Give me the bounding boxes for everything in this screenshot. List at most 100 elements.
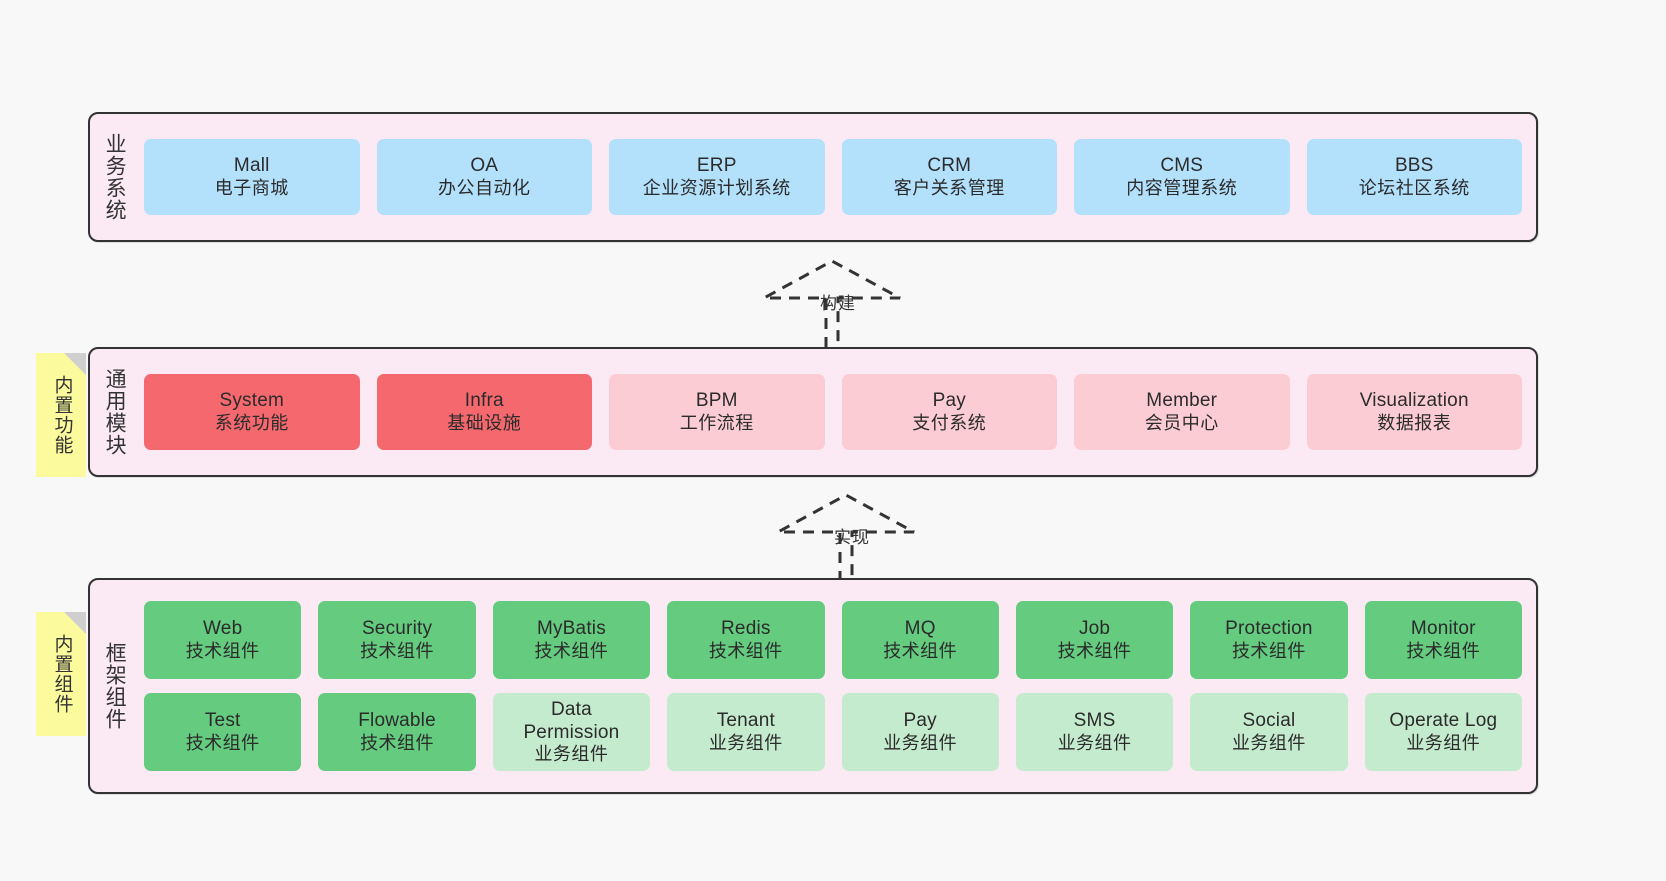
- node-label-en: Operate Log: [1389, 710, 1498, 732]
- node-mybatis[interactable]: MyBatis 技术组件: [492, 601, 651, 679]
- node-label-cn: 内容管理系统: [1126, 177, 1238, 198]
- node-label-cn: 业务组件: [708, 732, 783, 753]
- node-label-cn: 业务组件: [1406, 732, 1481, 753]
- generalization-arrow-icon: [763, 259, 901, 348]
- connector-implement: 实现: [766, 492, 926, 584]
- node-label-en: Protection: [1225, 618, 1313, 640]
- node-label-en: Web: [203, 618, 243, 640]
- node-label-cn: 论坛社区系统: [1358, 177, 1470, 198]
- node-visualization[interactable]: Visualization 数据报表: [1306, 374, 1522, 450]
- connector-build: 构建: [752, 258, 912, 350]
- node-label-en: Job: [1078, 618, 1111, 640]
- node-pay-component[interactable]: Pay 业务组件: [841, 693, 999, 771]
- node-oa[interactable]: OA 办公自动化: [376, 139, 592, 215]
- node-label-en: CMS: [1160, 155, 1204, 177]
- node-redis[interactable]: Redis 技术组件: [667, 601, 825, 679]
- node-label-en: OA: [470, 155, 499, 177]
- node-label-cn: 业务组件: [534, 744, 609, 765]
- node-label-cn: 技术组件: [360, 732, 435, 753]
- node-label-en: Test: [204, 710, 241, 732]
- note-builtin-function[interactable]: 内置功能: [36, 353, 86, 477]
- node-row: Mall 电子商城 OA 办公自动化 ERP 企业资源计划系统 CRM 客户关系…: [144, 139, 1522, 215]
- node-web[interactable]: Web 技术组件: [144, 601, 302, 679]
- node-protection[interactable]: Protection 技术组件: [1190, 601, 1348, 679]
- note-label: 内置功能: [51, 375, 73, 455]
- node-test[interactable]: Test 技术组件: [144, 693, 302, 771]
- node-crm[interactable]: CRM 客户关系管理: [841, 139, 1057, 215]
- node-mall[interactable]: Mall 电子商城: [144, 139, 360, 215]
- node-tenant[interactable]: Tenant 业务组件: [667, 693, 825, 771]
- node-label-en: BBS: [1394, 155, 1434, 177]
- node-label-en: Redis: [721, 618, 771, 640]
- node-label-en: SMS: [1073, 710, 1116, 732]
- connector-label-build: 构建: [820, 294, 856, 313]
- node-label-en: ERP: [696, 155, 737, 177]
- node-flowable[interactable]: Flowable 技术组件: [318, 693, 476, 771]
- node-label-cn: 业务组件: [1231, 732, 1306, 753]
- node-label-cn: 业务组件: [1057, 732, 1132, 753]
- note-label: 内置组件: [51, 634, 73, 714]
- node-label-cn: 技术组件: [534, 640, 609, 661]
- layer-title-business: 业务系统: [103, 133, 127, 221]
- node-data-permission[interactable]: Data Permission 业务组件: [492, 693, 651, 771]
- node-label-en: Data Permission: [523, 698, 620, 744]
- layer-body-business: Mall 电子商城 OA 办公自动化 ERP 企业资源计划系统 CRM 客户关系…: [138, 114, 1536, 240]
- node-label-en: Infra: [464, 390, 504, 412]
- node-row: Test 技术组件 Flowable 技术组件 Data Permission …: [144, 693, 1522, 771]
- node-label-cn: 业务组件: [883, 732, 958, 753]
- node-pay-module[interactable]: Pay 支付系统: [841, 374, 1057, 450]
- node-monitor[interactable]: Monitor 技术组件: [1364, 601, 1522, 679]
- node-label-cn: 技术组件: [1231, 640, 1306, 661]
- node-label-en: Security: [361, 618, 433, 640]
- node-label-en: Monitor: [1410, 618, 1476, 640]
- node-label-cn: 系统功能: [214, 412, 289, 433]
- node-label-cn: 技术组件: [883, 640, 958, 661]
- generalization-arrow-icon: [777, 493, 915, 582]
- node-label-cn: 技术组件: [185, 640, 260, 661]
- note-builtin-component[interactable]: 内置组件: [36, 612, 86, 736]
- node-label-cn: 客户关系管理: [893, 177, 1005, 198]
- node-label-en: Visualization: [1359, 390, 1469, 412]
- node-sms[interactable]: SMS 业务组件: [1015, 693, 1174, 771]
- node-label-cn: 工作流程: [679, 412, 754, 433]
- node-member[interactable]: Member 会员中心: [1074, 374, 1290, 450]
- layer-panel-business[interactable]: 业务系统 Mall 电子商城 OA 办公自动化 ERP 企业资源计划系统 CRM…: [88, 112, 1538, 242]
- node-label-cn: 技术组件: [1057, 640, 1132, 661]
- layer-title-common-module: 通用模块: [103, 368, 127, 456]
- node-label-en: Mall: [233, 155, 270, 177]
- node-social[interactable]: Social 业务组件: [1190, 693, 1348, 771]
- node-label-cn: 技术组件: [1406, 640, 1481, 661]
- node-security[interactable]: Security 技术组件: [318, 601, 476, 679]
- node-label-cn: 数据报表: [1377, 412, 1452, 433]
- layer-panel-common-module[interactable]: 通用模块 System 系统功能 Infra 基础设施 BPM 工作流程 Pay…: [88, 347, 1538, 477]
- node-erp[interactable]: ERP 企业资源计划系统: [609, 139, 825, 215]
- node-cms[interactable]: CMS 内容管理系统: [1074, 139, 1290, 215]
- node-bbs[interactable]: BBS 论坛社区系统: [1306, 139, 1522, 215]
- node-label-en: Pay: [903, 710, 937, 732]
- layer-title-framework-component: 框架组件: [103, 642, 127, 730]
- node-label-cn: 企业资源计划系统: [642, 177, 791, 198]
- node-label-cn: 技术组件: [360, 640, 435, 661]
- node-bpm[interactable]: BPM 工作流程: [609, 374, 825, 450]
- node-label-en: CRM: [927, 155, 972, 177]
- layer-panel-framework-component[interactable]: 框架组件 Web 技术组件 Security 技术组件 MyBatis 技术组件…: [88, 578, 1538, 794]
- node-label-en: BPM: [695, 390, 738, 412]
- connector-label-implement: 实现: [834, 528, 870, 547]
- node-row: System 系统功能 Infra 基础设施 BPM 工作流程 Pay 支付系统…: [144, 374, 1522, 450]
- node-label-cn: 办公自动化: [438, 177, 531, 198]
- node-system[interactable]: System 系统功能: [144, 374, 360, 450]
- node-label-en: MQ: [904, 618, 936, 640]
- node-label-en: Tenant: [716, 710, 775, 732]
- node-label-cn: 基础设施: [447, 412, 522, 433]
- node-label-cn: 支付系统: [912, 412, 987, 433]
- node-row: Web 技术组件 Security 技术组件 MyBatis 技术组件 Redi…: [144, 601, 1522, 679]
- node-label-en: Social: [1242, 710, 1296, 732]
- node-job[interactable]: Job 技术组件: [1015, 601, 1174, 679]
- node-label-cn: 技术组件: [185, 732, 260, 753]
- layer-body-common-module: System 系统功能 Infra 基础设施 BPM 工作流程 Pay 支付系统…: [138, 349, 1536, 475]
- node-operate-log[interactable]: Operate Log 业务组件: [1364, 693, 1522, 771]
- node-label-cn: 电子商城: [214, 177, 289, 198]
- node-infra[interactable]: Infra 基础设施: [376, 374, 592, 450]
- node-mq[interactable]: MQ 技术组件: [841, 601, 999, 679]
